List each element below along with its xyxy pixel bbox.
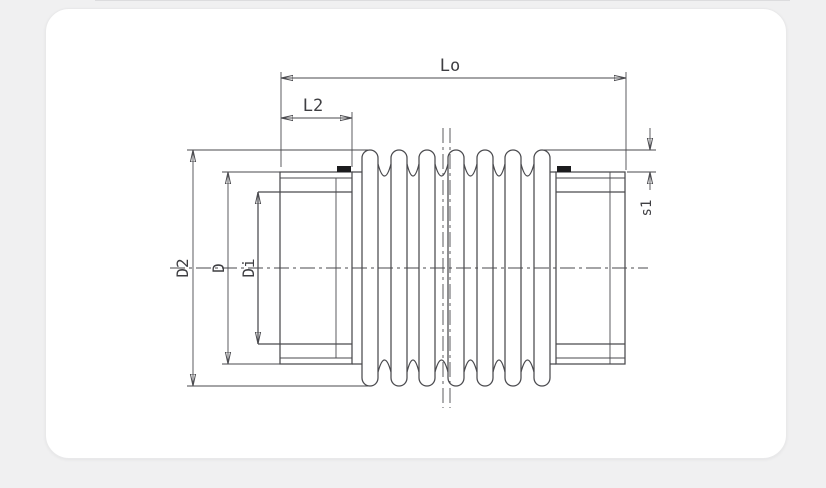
left-collar-outline	[279, 171, 353, 365]
right-weld-bead	[557, 166, 571, 172]
valley-3	[434, 163, 449, 373]
dimension-label-s1: s1	[639, 200, 655, 217]
bellows-root-connectors	[352, 171, 556, 365]
convolution-7	[533, 149, 551, 387]
left-weld-bead	[337, 166, 351, 172]
convolution-2	[390, 149, 408, 387]
drawing-card	[45, 8, 787, 459]
dimension-label-lo: Lo	[440, 56, 460, 76]
right-collar	[555, 166, 626, 365]
convolution-3	[418, 149, 436, 387]
top-divider-line	[95, 0, 790, 1]
dimension-label-l2: L2	[303, 96, 323, 116]
dimension-label-di: Di	[239, 258, 258, 277]
convolution-6	[504, 149, 522, 387]
dimension-label-d: D	[209, 263, 228, 273]
convolution-1	[361, 149, 379, 387]
dimension-label-d2: D2	[173, 258, 192, 277]
left-collar	[279, 166, 353, 365]
valley-2	[406, 163, 420, 373]
extension-lines	[187, 72, 656, 387]
convolution-4	[447, 149, 465, 387]
dimension-labels: Lo L2 D2 D Di s1	[173, 56, 655, 278]
bellows-convolutions	[361, 149, 551, 387]
right-collar-outline	[555, 171, 626, 365]
convolution-5	[476, 149, 494, 387]
valley-1	[377, 163, 392, 373]
valley-5	[492, 163, 506, 373]
valley-4	[463, 163, 478, 373]
valley-6	[520, 163, 535, 373]
dimension-lines	[193, 78, 650, 386]
